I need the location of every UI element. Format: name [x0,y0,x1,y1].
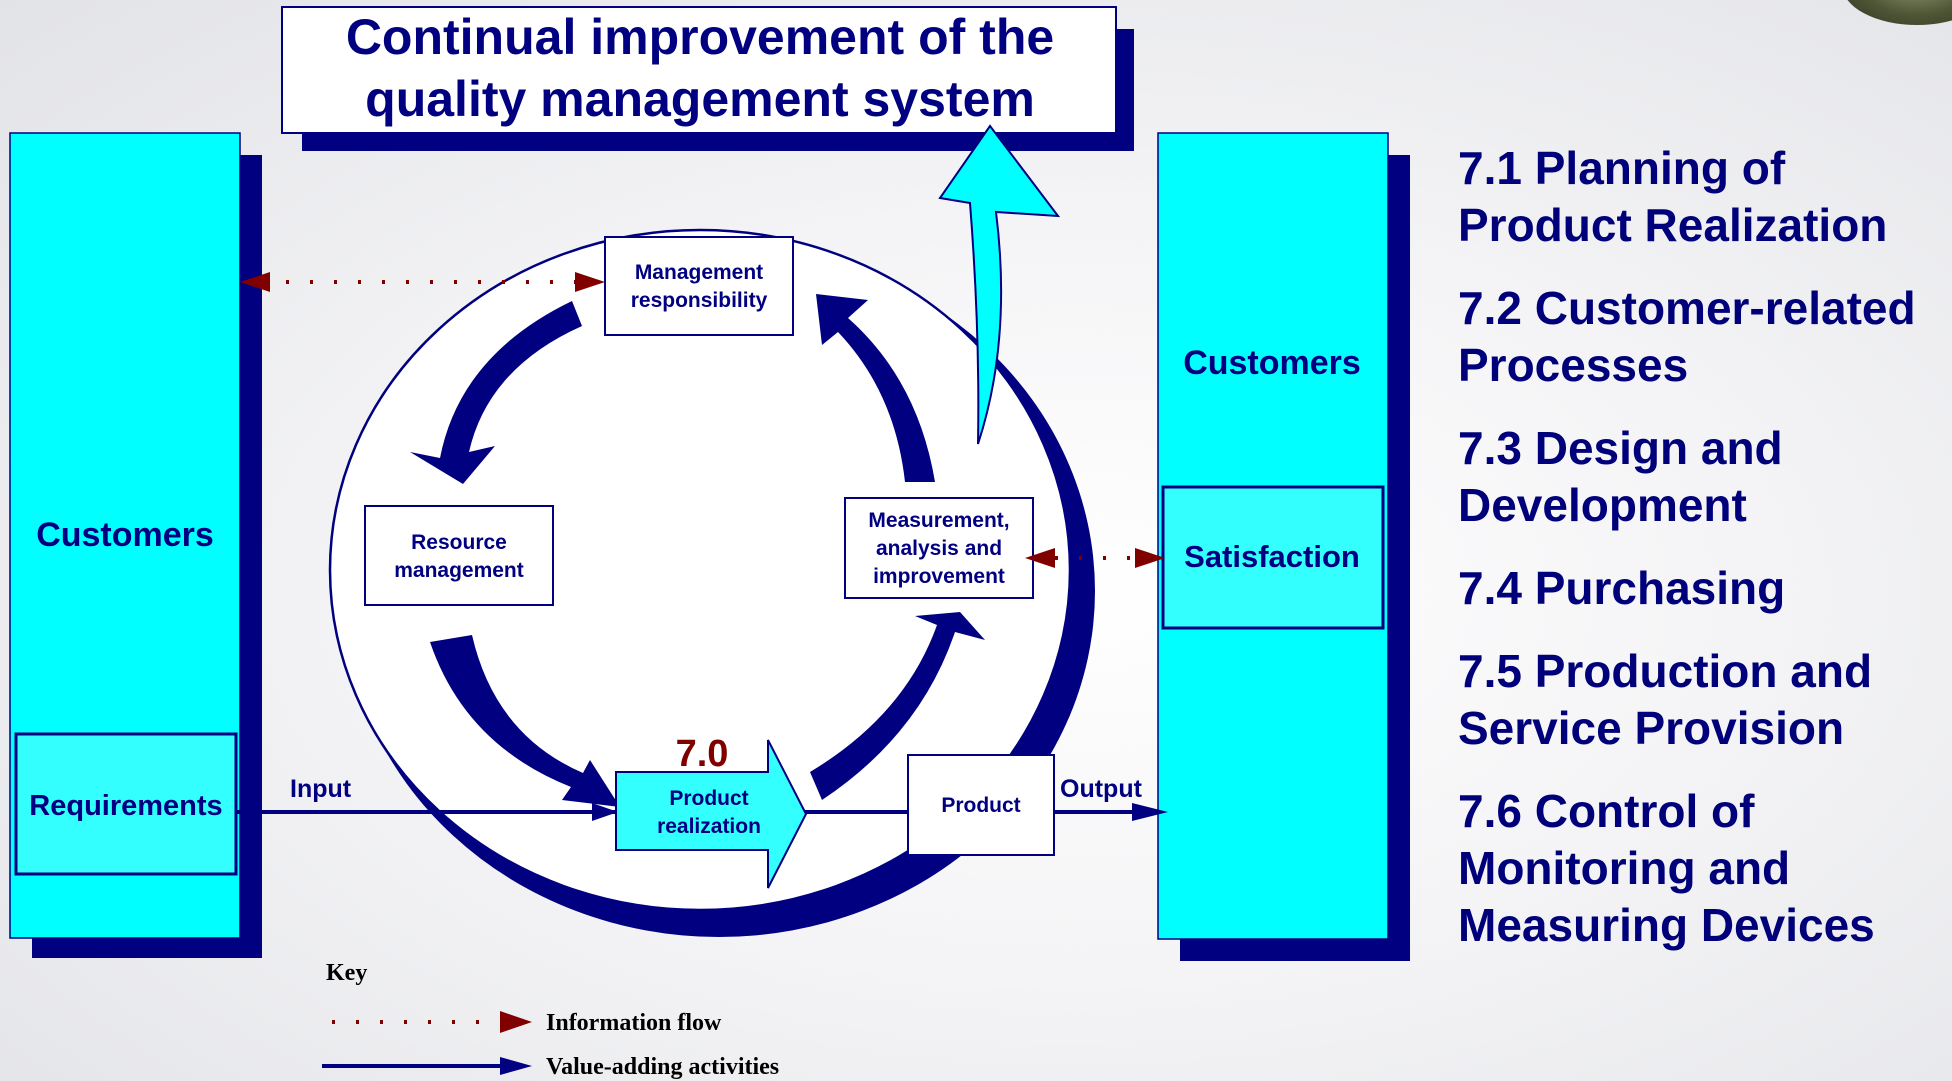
clause-7-1-line-1: 7.1 Planning of [1458,142,1786,194]
arrow-realization-to-measurement [810,612,985,800]
measurement-analysis-box: Measurement, analysis and improvement [844,497,1034,599]
title-line-2: quality management system [365,71,1035,127]
clause-number-7-0: 7.0 [676,733,729,775]
product-label: Product [941,794,1020,817]
clause-7-5-line-1: 7.5 Production and [1458,645,1873,697]
info-flow-right-head-left [1025,548,1055,568]
info-flow-left-head-left [240,272,270,292]
info-flow-right-head-right [1135,548,1165,568]
resource-management-box: Resource management [364,505,554,606]
requirements-box [14,732,238,876]
clause-7-3-line-1: 7.3 Design and [1458,422,1783,474]
clause-7-5-line-2: Service Provision [1458,702,1845,754]
satisfaction-label: Satisfaction [1184,539,1360,574]
measurement-line-2: analysis and [876,537,1002,560]
product-realization-line-2: realization [657,815,761,838]
clause-7-2-line-1: 7.2 Customer-related [1458,282,1916,334]
clause-7-5: 7.5 Production and Service Provision [1458,643,1938,757]
clause-7-2-line-2: Processes [1458,339,1689,391]
continual-improvement-arrow [938,124,1061,445]
clause-7-1: 7.1 Planning of Product Realization [1458,140,1938,254]
clause-7-6-line-3: Measuring Devices [1458,899,1875,951]
legend-value-label: Value-adding activities [546,1054,779,1080]
title-line-1: Continual improvement of the [346,9,1054,65]
clause-7-4-line-1: 7.4 Purchasing [1458,562,1786,614]
management-line-1: Management [635,261,763,284]
product-realization-block: Product realization 7.0 [615,733,808,889]
title-box: Continual improvement of the quality man… [281,6,1134,151]
legend-info-flow-label: Information flow [546,1010,722,1036]
clause-7-4: 7.4 Purchasing [1458,560,1938,617]
legend-title: Key [326,960,367,986]
clause-7-1-line-2: Product Realization [1458,199,1888,251]
arrow-management-to-resource [410,301,582,484]
left-customers-column: Customers Requirements [9,132,262,958]
management-line-2: responsibility [631,289,768,312]
input-arrowhead [592,803,618,821]
clause-7-3: 7.3 Design and Development [1458,420,1938,534]
information-flows [240,272,1165,568]
clause-7-2: 7.2 Customer-related Processes [1458,280,1938,394]
measurement-line-3: improvement [873,565,1005,588]
cycle-arrows [410,294,985,807]
input-label: Input [290,775,352,803]
product-box: Product [907,754,1055,856]
legend-value-head [500,1057,532,1075]
output-arrowhead [1132,803,1168,821]
measurement-line-1: Measurement, [868,509,1009,532]
right-customers-column: Customers Satisfaction [1157,132,1410,961]
info-flow-left-head-right [575,272,605,292]
resource-line-2: management [394,559,524,582]
clause-7-6: 7.6 Control of Monitoring and Measuring … [1458,783,1938,954]
clause-7-3-line-2: Development [1458,479,1747,531]
management-responsibility-box: Management responsibility [604,236,794,336]
clause-7-6-line-1: 7.6 Control of [1458,785,1755,837]
product-realization-line-1: Product [669,787,748,810]
clause-7-6-line-2: Monitoring and [1458,842,1791,894]
arrow-measurement-to-management [816,294,935,482]
resource-line-1: Resource [411,531,507,554]
legend: Key Information flow Value-adding activi… [322,960,779,1080]
clause-list: 7.1 Planning of Product Realization 7.2 … [1458,140,1938,980]
satisfaction-box [1161,485,1385,630]
left-customers-label: Customers [36,516,214,554]
legend-info-flow-head [500,1011,532,1033]
arrow-resource-to-realization [430,635,620,807]
requirements-label: Requirements [29,790,222,822]
output-label: Output [1060,775,1143,803]
right-customers-label: Customers [1183,344,1361,382]
